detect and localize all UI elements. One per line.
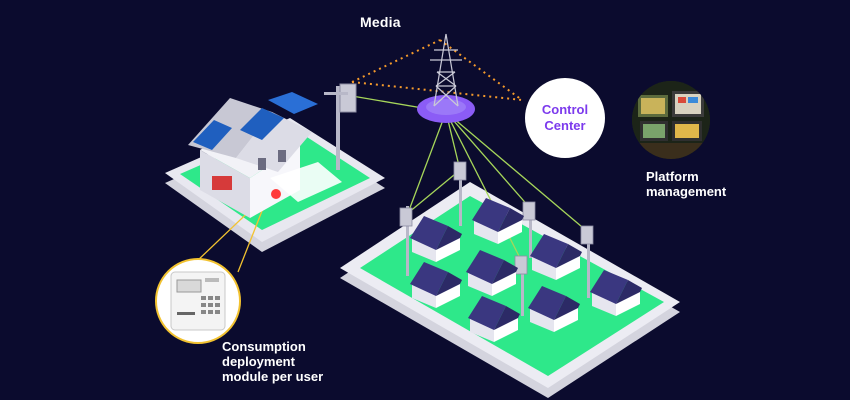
utility-poles <box>399 161 594 316</box>
house-icon <box>530 234 582 280</box>
house-icon <box>472 198 524 244</box>
control-center-badge: Control Center <box>525 78 605 158</box>
house-icon <box>528 286 580 332</box>
solar-house-icon <box>188 92 342 218</box>
platform-management-label: Platform management <box>646 169 727 199</box>
media-label: Media <box>360 14 401 30</box>
main-utility-pole <box>324 83 357 170</box>
control-center-label: Control Center <box>541 102 589 133</box>
transmission-tower-icon <box>430 33 462 107</box>
house-icon <box>468 296 520 342</box>
smart-meter-icon <box>155 258 241 344</box>
house-icon <box>466 250 518 296</box>
house-icon <box>590 270 642 316</box>
signal-hub-icon <box>417 95 475 123</box>
monitor-screens-icon <box>632 81 710 159</box>
house-icon <box>410 216 462 262</box>
house-icon <box>410 262 462 308</box>
consumption-module-label: Consumption deployment module per user <box>222 339 324 384</box>
